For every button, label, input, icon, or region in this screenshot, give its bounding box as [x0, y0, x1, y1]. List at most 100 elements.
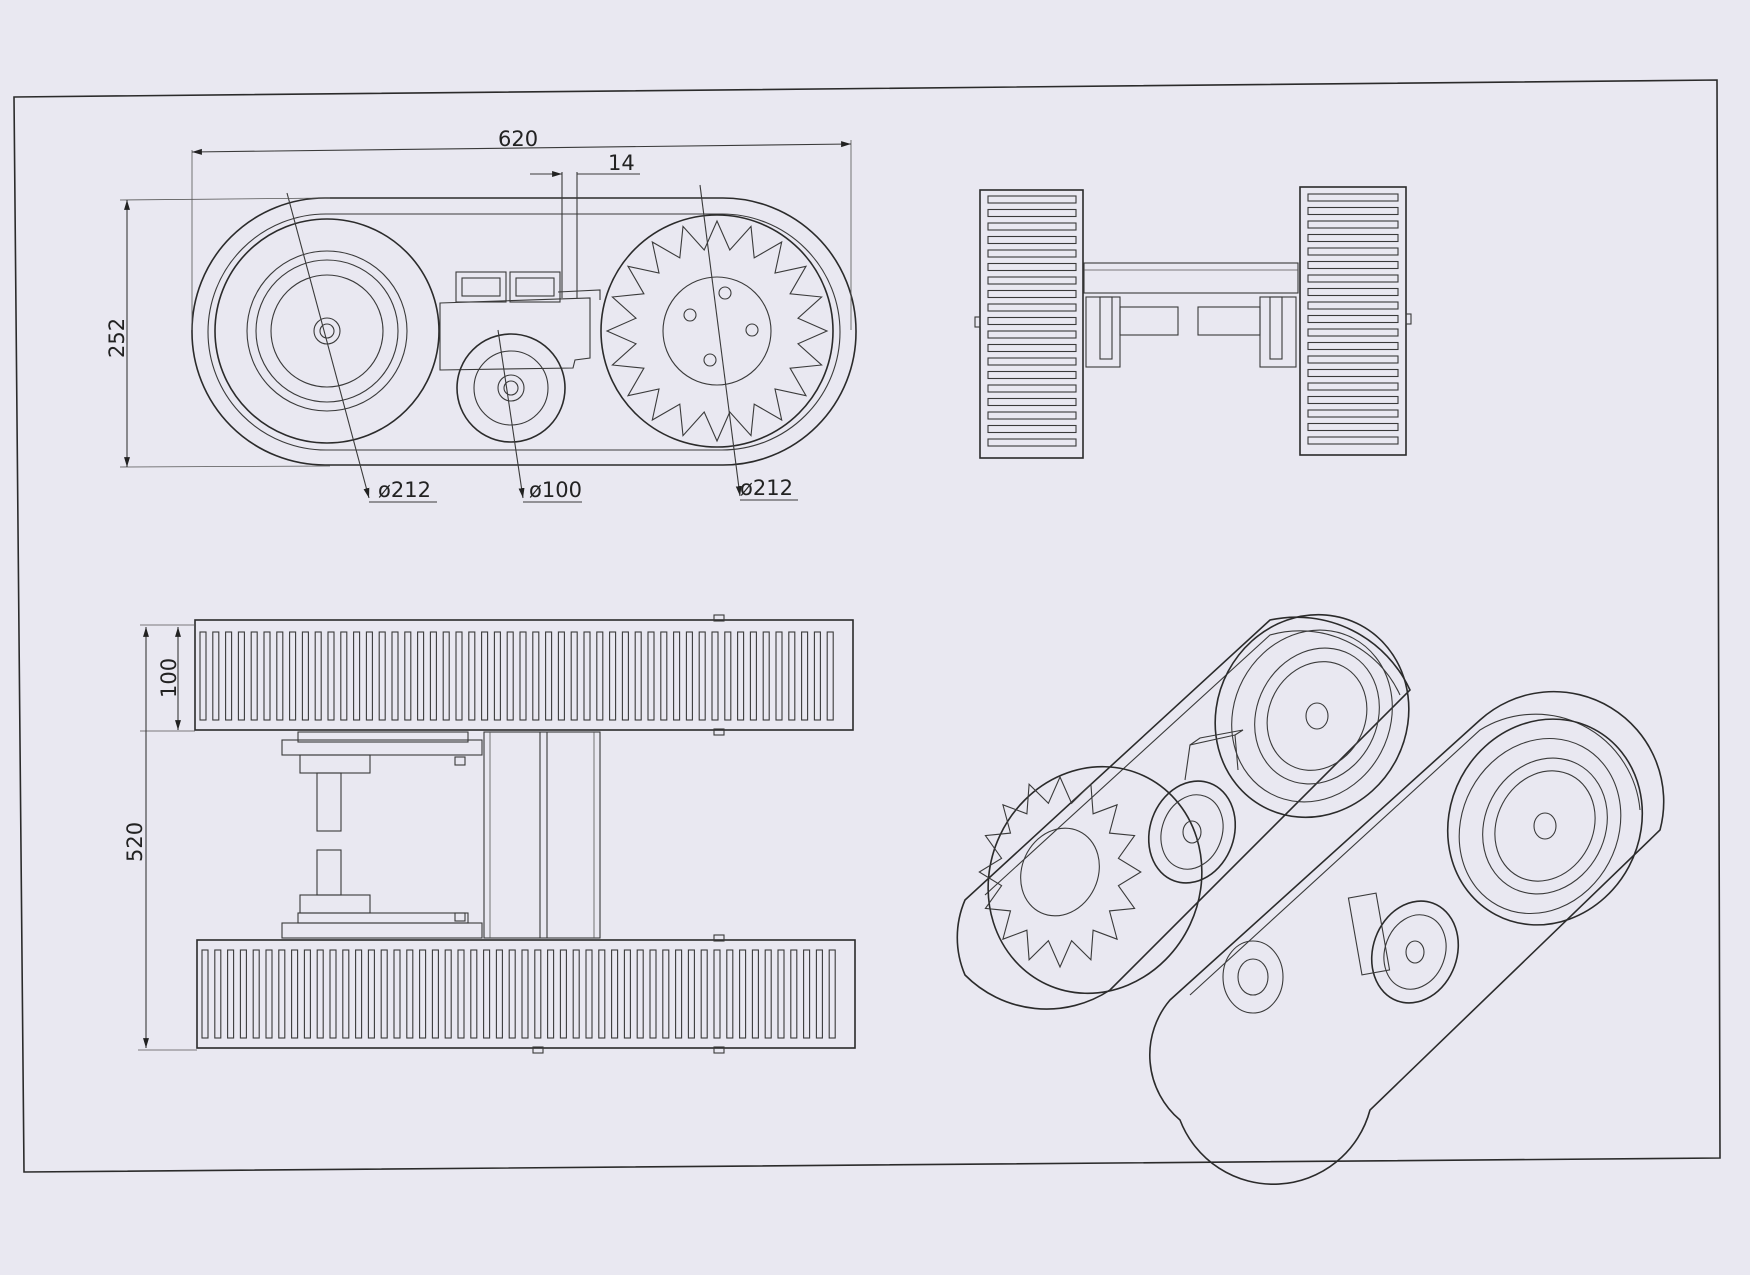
tread-slot — [572, 949, 580, 1039]
tread-slot — [342, 949, 350, 1039]
tread-slot — [367, 949, 375, 1039]
tread-slot — [751, 949, 759, 1039]
tread-slot — [775, 631, 783, 721]
tread-slot — [225, 631, 233, 721]
rear-wheel — [214, 218, 440, 444]
tread-slot — [634, 631, 642, 721]
tread-slot — [393, 949, 401, 1039]
tread-bar — [1307, 341, 1399, 351]
top-shaft-lower — [316, 849, 342, 896]
tread-slot — [506, 631, 514, 721]
tread-slot — [353, 631, 361, 721]
tread-slot — [468, 631, 476, 721]
tread-slot — [547, 949, 555, 1039]
tread-bar — [1307, 328, 1399, 337]
tread-slot — [291, 949, 299, 1039]
tread-slot — [329, 949, 337, 1039]
chassis-slot-4 — [515, 277, 555, 297]
tread-slot — [214, 949, 222, 1039]
tread-slot — [598, 949, 606, 1039]
chassis-slot-3 — [509, 271, 561, 303]
tread-slot — [801, 631, 809, 721]
tread-bar — [987, 222, 1077, 231]
tread-bar — [1307, 274, 1399, 283]
tread-slot — [826, 631, 834, 721]
tread-bar — [1307, 368, 1399, 378]
tread-bar — [1307, 314, 1399, 324]
tread-slot — [365, 631, 373, 721]
tread-slot — [508, 949, 516, 1039]
tread-slot — [711, 631, 719, 721]
drive-sprocket — [600, 214, 834, 448]
tread-bar — [1307, 436, 1399, 445]
tread-slot — [406, 949, 414, 1039]
tread-bar — [987, 289, 1077, 299]
tread-slot — [815, 949, 823, 1039]
tread-slot — [278, 949, 286, 1039]
front-axle-beam — [1083, 262, 1299, 294]
tread-slot — [316, 949, 324, 1039]
tread-slot — [585, 949, 593, 1039]
tread-bar — [1307, 301, 1399, 310]
dim-track-width: 100 — [157, 658, 181, 698]
tread-bar — [987, 343, 1077, 353]
top-track-upper — [194, 619, 854, 731]
tread-slot — [764, 949, 772, 1039]
tread-slot — [455, 631, 463, 721]
tread-slot — [660, 631, 668, 721]
tread-slot — [609, 631, 617, 721]
tread-bar — [987, 384, 1077, 393]
track-outline — [191, 197, 857, 466]
tread-slot — [227, 949, 235, 1039]
tread-slot — [519, 631, 527, 721]
track-inner-outline — [207, 213, 841, 451]
tread-bar — [1307, 395, 1399, 405]
tread-slot — [276, 631, 284, 721]
tread-slot — [762, 631, 770, 721]
tread-slot — [457, 949, 465, 1039]
tread-slot — [429, 631, 437, 721]
tread-slot — [647, 631, 655, 721]
tread-bar — [1307, 247, 1399, 256]
dim-post-width: 14 — [608, 151, 635, 175]
front-right-track — [1299, 186, 1407, 456]
tread-slot — [495, 949, 503, 1039]
tread-bar — [987, 330, 1077, 339]
tread-slot — [700, 949, 708, 1039]
tread-slot — [749, 631, 757, 721]
tread-bar — [1307, 287, 1399, 297]
tread-slot — [327, 631, 335, 721]
road-wheel — [456, 333, 566, 443]
tread-slot — [828, 949, 836, 1039]
tread-slot — [303, 949, 311, 1039]
tread-bar — [987, 262, 1077, 272]
tread-slot — [470, 949, 478, 1039]
iso-track-right — [1148, 690, 1665, 1186]
tread-bar — [1307, 382, 1399, 391]
tread-bar — [987, 411, 1077, 420]
tread-slot — [355, 949, 363, 1039]
iso-track-left — [956, 613, 1411, 1010]
chassis-slot-2 — [461, 277, 501, 297]
tread-slot — [378, 631, 386, 721]
chassis-body — [439, 297, 591, 371]
tread-bar — [987, 276, 1077, 285]
tread-slot — [532, 631, 540, 721]
tread-slot — [788, 631, 796, 721]
dim-sprocket-diameter: ø212 — [740, 476, 793, 500]
tread-slot — [252, 949, 260, 1039]
tread-slot — [444, 949, 452, 1039]
tread-slot — [212, 631, 220, 721]
tread-bar — [987, 195, 1077, 204]
top-lower-treads — [201, 949, 836, 1039]
tread-slot — [301, 631, 309, 721]
tread-slot — [199, 631, 207, 721]
tread-slot — [623, 949, 631, 1039]
tread-slot — [803, 949, 811, 1039]
tread-slot — [431, 949, 439, 1039]
tread-bar — [1307, 260, 1399, 270]
top-upper-treads — [199, 631, 834, 721]
tread-slot — [521, 949, 529, 1039]
tread-bar — [1307, 355, 1399, 364]
tread-slot — [636, 949, 644, 1039]
